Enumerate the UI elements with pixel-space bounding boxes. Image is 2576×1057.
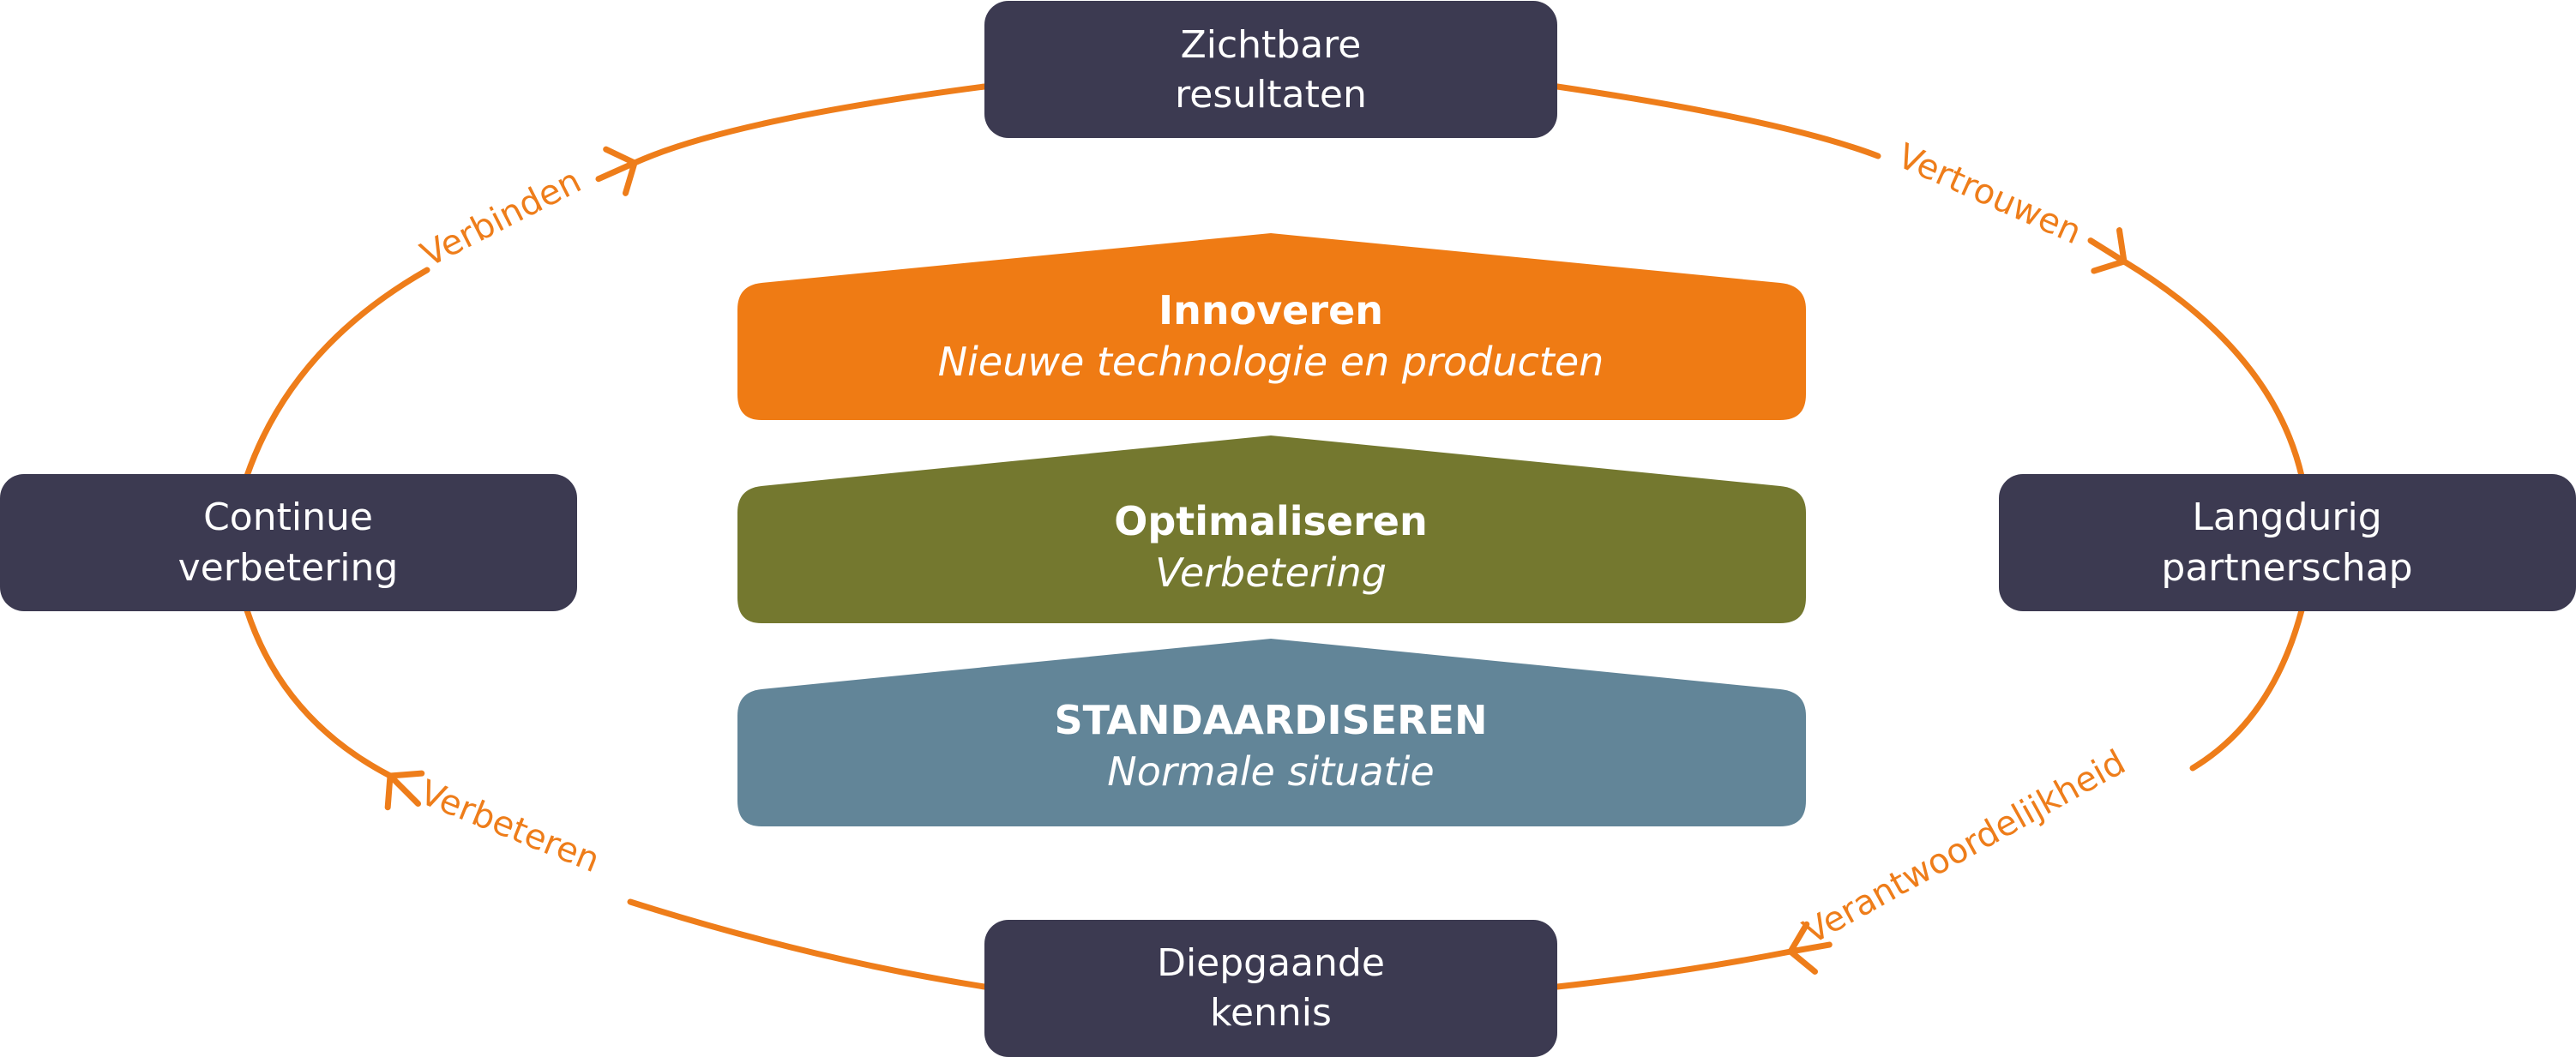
edge-label-vertrouwen: Vertrouwen (1892, 136, 2087, 252)
layer-subtitle: Normale situatie (1107, 748, 1434, 795)
node-right: Langdurig partnerschap (1999, 474, 2576, 611)
arc-bottom-left (627, 898, 988, 990)
node-left: Continue verbetering (0, 474, 577, 611)
node-label-line2: partnerschap (2161, 546, 2412, 590)
node-label-line1: Diepgaande (1157, 941, 1385, 985)
arc-right-lower (2189, 607, 2305, 772)
arc-top-left (631, 83, 988, 166)
node-label-line2: resultaten (1175, 73, 1367, 117)
node-label-line1: Langdurig (2192, 495, 2381, 539)
arc-right-upper (2121, 258, 2305, 479)
node-label-line1: Zichtbare (1181, 23, 1362, 67)
node-top: Zichtbare resultaten (984, 1, 1557, 138)
edge-label-verbinden: Verbinden (415, 161, 587, 275)
layer-title: STANDAARDISEREN (1054, 697, 1487, 743)
layer-title: Optimaliseren (1114, 498, 1428, 544)
cycle-arrows (384, 146, 2128, 975)
layer-optimaliseren: Optimaliseren Verbetering (737, 435, 1806, 623)
layer-shape (737, 233, 1806, 420)
edge-label-verbeteren: Verbeteren (414, 773, 605, 880)
layer-subtitle: Verbetering (1155, 550, 1387, 596)
node-box (984, 920, 1557, 1057)
layer-innoveren: Innoveren Nieuwe technologie en producte… (737, 233, 1806, 420)
layer-title: Innoveren (1159, 287, 1383, 333)
layer-shape (737, 435, 1806, 623)
arrow-verbeteren-icon (384, 770, 425, 811)
arrow-verantwoordelijkheid-icon (1787, 921, 1833, 975)
node-box (0, 474, 577, 611)
node-label-line1: Continue (203, 495, 373, 539)
arrow-vertrouwen-icon (2087, 227, 2128, 274)
node-box (1999, 474, 2576, 611)
edge-label-verantwoordelijkheid: Verantwoordelijkheid (1797, 742, 2133, 952)
arc-left-lower (244, 607, 394, 779)
node-box (984, 1, 1557, 138)
layer-subtitle: Nieuwe technologie en producten (938, 339, 1604, 385)
arrow-verbinden-icon (595, 146, 638, 196)
arc-left-upper (244, 267, 430, 479)
node-label-line2: kennis (1210, 991, 1332, 1035)
layer-standaardiseren: STANDAARDISEREN Normale situatie (737, 639, 1806, 826)
layer-shape (737, 639, 1806, 826)
node-bottom: Diepgaande kennis (984, 920, 1557, 1057)
arc-top-right (1554, 83, 1881, 159)
arc-bottom-right (1554, 948, 1794, 990)
node-label-line2: verbetering (178, 546, 399, 590)
cycle-arcs (244, 83, 2305, 990)
